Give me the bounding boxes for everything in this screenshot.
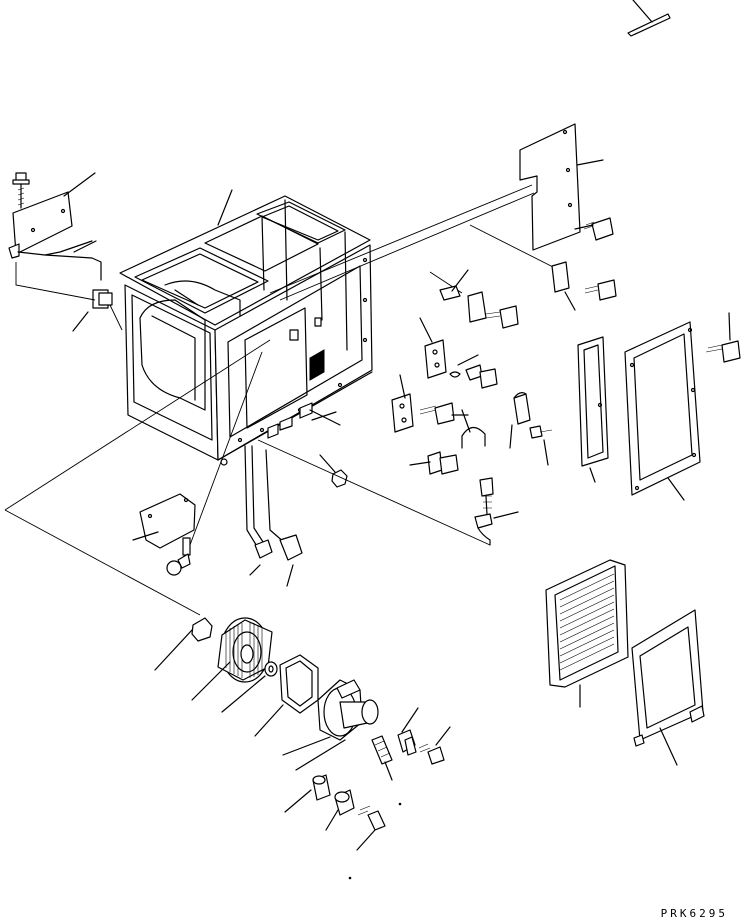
air-filter <box>545 559 629 708</box>
duct-plate <box>577 336 609 483</box>
left-side-plate <box>8 172 123 332</box>
right-bracket <box>519 123 614 251</box>
relay-part <box>551 261 617 311</box>
drain-hoses <box>244 445 303 587</box>
resistor-part <box>132 493 196 576</box>
ground-bolt <box>474 477 519 546</box>
cover-panel <box>624 312 741 501</box>
pin-part <box>627 0 671 37</box>
blower-assembly <box>154 617 451 851</box>
clip-parts <box>391 269 553 475</box>
heater-housing <box>119 189 373 488</box>
filter-frame <box>631 609 705 766</box>
drawing-code-label: PRK6295 <box>660 907 728 920</box>
leader-lines <box>4 184 556 616</box>
